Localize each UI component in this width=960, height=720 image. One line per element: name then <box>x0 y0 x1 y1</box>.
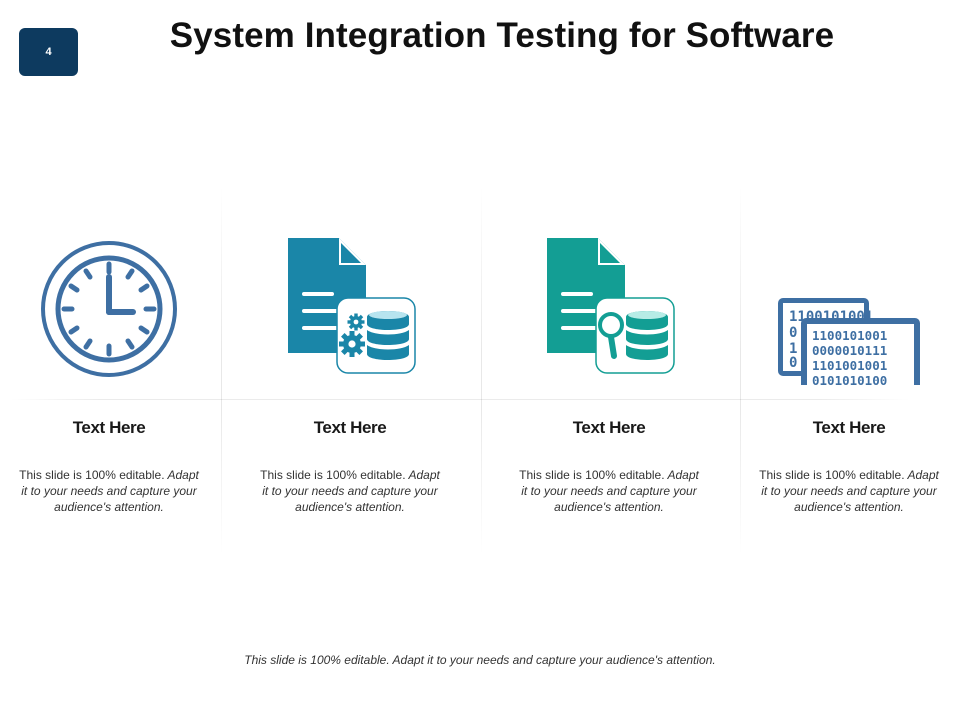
column-heading: Text Here <box>72 418 146 437</box>
column-heading: Text Here <box>313 418 387 437</box>
column-body-text: This slide is 100% editable. Adapt it to… <box>260 468 440 514</box>
binary-line: 1100101001 <box>812 328 887 343</box>
binary-line: 0101010100 <box>812 373 887 385</box>
feature-columns: Text Here This slide is 100% editable. A… <box>0 185 960 555</box>
slide-number-badge: 4 <box>19 28 78 76</box>
binary-line: 0 <box>789 355 797 371</box>
column-divider <box>481 185 482 555</box>
binary-line: 1 <box>789 341 797 357</box>
column-body-text: This slide is 100% editable. Adapt it to… <box>759 468 939 514</box>
footer-note: This slide is 100% editable. Adapt it to… <box>244 653 716 667</box>
column-body-text: This slide is 100% editable. Adapt it to… <box>519 468 699 514</box>
document-database-gear-icon <box>268 235 432 385</box>
binary-line: 0 <box>789 325 797 341</box>
feature-column-4: 1100101001 0 1 0 1100101001 0000010111 1… <box>729 185 960 555</box>
column-divider <box>740 185 741 555</box>
feature-column-2: Text Here This slide is 100% editable. A… <box>230 185 470 555</box>
clock-icon <box>27 235 191 385</box>
binary-monitors-icon: 1100101001 0 1 0 1100101001 0000010111 1… <box>767 235 931 385</box>
feature-column-3: Text Here This slide is 100% editable. A… <box>489 185 729 555</box>
column-heading: Text Here <box>812 418 886 437</box>
binary-line: 1101001001 <box>812 358 887 373</box>
column-heading: Text Here <box>572 418 646 437</box>
row-divider <box>10 399 910 400</box>
binary-line: 0000010111 <box>812 343 887 358</box>
column-body-text: This slide is 100% editable. Adapt it to… <box>19 468 199 514</box>
feature-column-1: Text Here This slide is 100% editable. A… <box>0 185 229 555</box>
document-database-search-icon <box>527 235 691 385</box>
column-divider <box>221 185 222 555</box>
slide-title: System Integration Testing for Software <box>169 16 835 55</box>
